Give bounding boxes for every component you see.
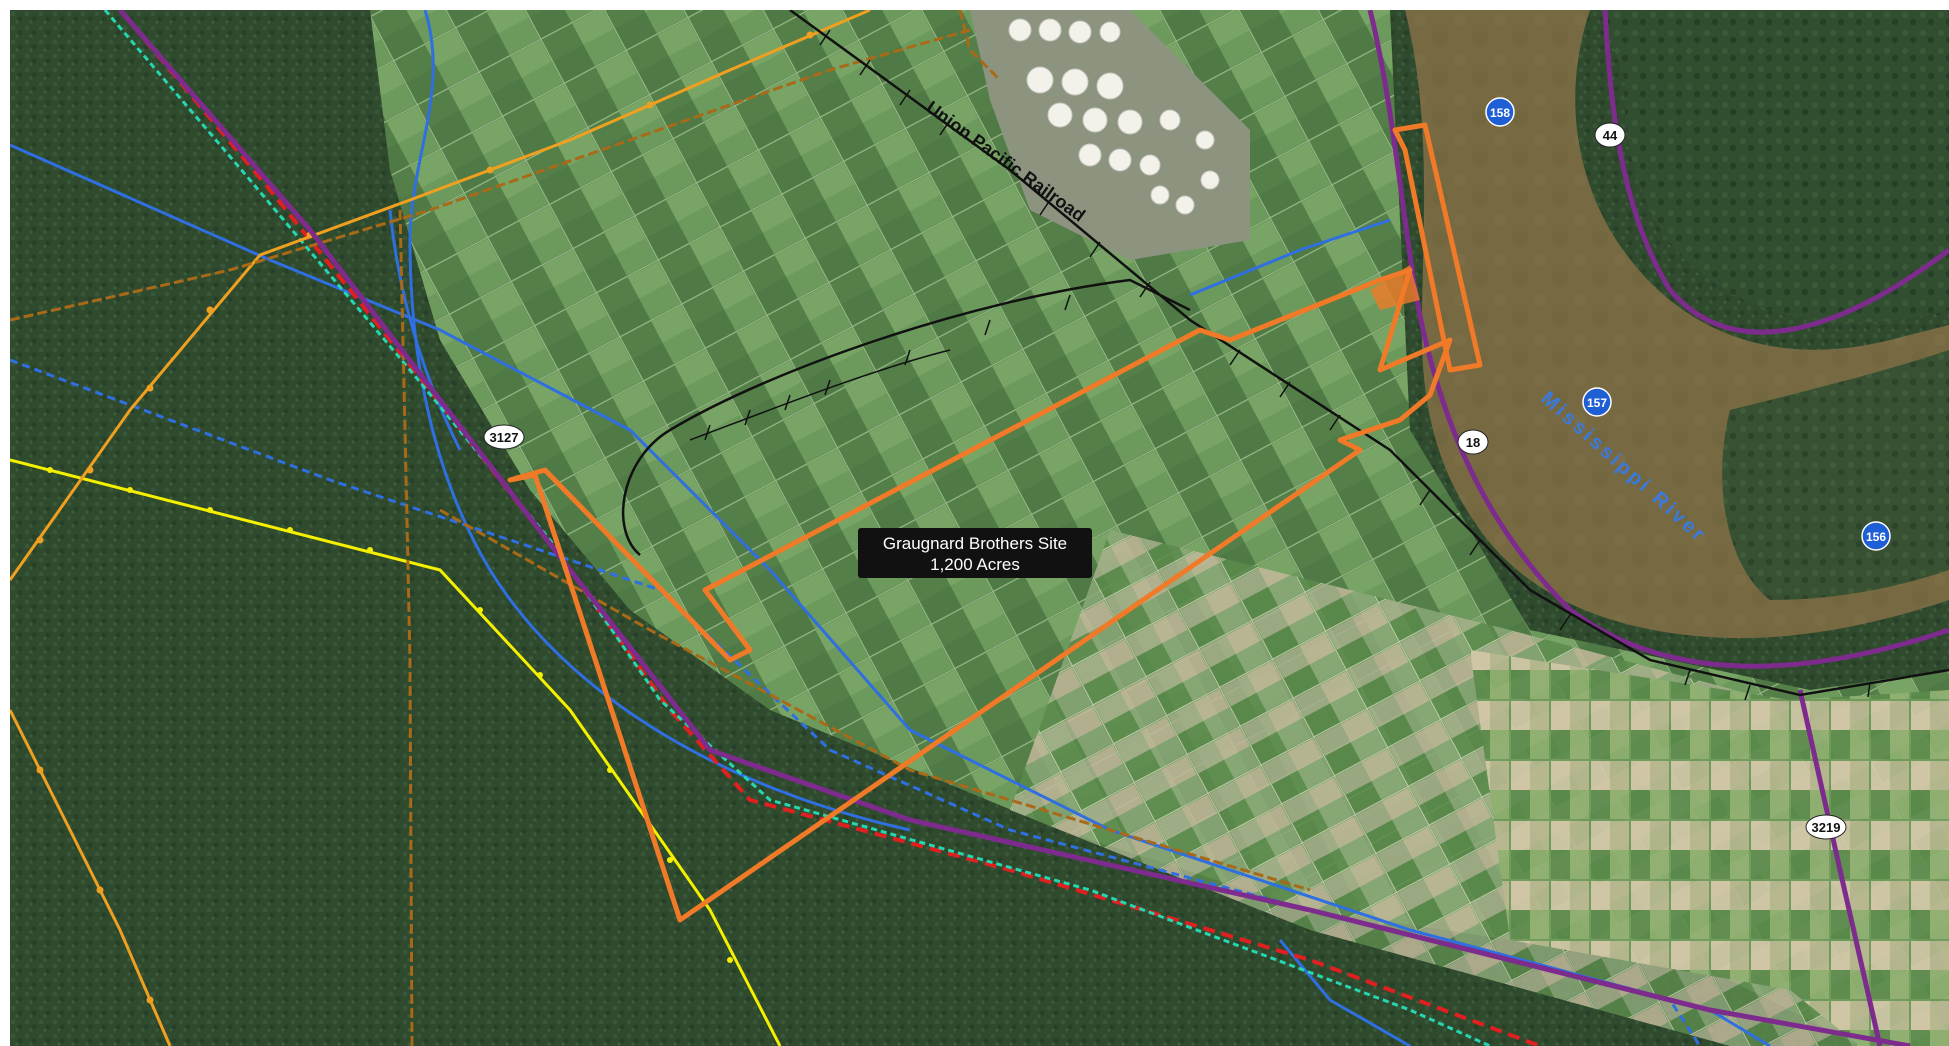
levee-road bbox=[118, 10, 1949, 1046]
mile-marker-158-text: 158 bbox=[1490, 106, 1510, 120]
route-shield-3219-text: 3219 bbox=[1812, 820, 1841, 835]
farmland-area-southeast bbox=[1470, 650, 1949, 1046]
aerial-map[interactable]: Union Pacific Railroad Mississippi River… bbox=[10, 10, 1949, 1046]
mile-marker-157-text: 157 bbox=[1587, 396, 1607, 410]
route-shield-3219[interactable]: 3219 bbox=[1805, 814, 1847, 840]
route-shield-44[interactable]: 44 bbox=[1594, 122, 1626, 148]
route-shield-3127-text: 3127 bbox=[490, 430, 519, 445]
site-boundary-fill-small bbox=[1370, 265, 1420, 310]
mile-marker-158[interactable]: 158 bbox=[1485, 97, 1515, 127]
route-shield-18[interactable]: 18 bbox=[1457, 429, 1489, 455]
railroad bbox=[621, 10, 1949, 697]
pipeline-orange-dots bbox=[36, 31, 814, 1004]
site-label-name: Graugnard Brothers Site bbox=[883, 534, 1067, 553]
pipeline-brown bbox=[10, 10, 1311, 1046]
pipeline-yellow bbox=[10, 458, 782, 1046]
route-shield-3127[interactable]: 3127 bbox=[483, 424, 525, 450]
site-label-area: 1,200 Acres bbox=[930, 555, 1020, 574]
mile-marker-156[interactable]: 156 bbox=[1861, 521, 1891, 551]
mile-marker-157[interactable]: 157 bbox=[1582, 387, 1612, 417]
pipeline-yellow-dots bbox=[47, 467, 733, 963]
railroad-ticks bbox=[704, 29, 1871, 701]
pipeline-teal bbox=[103, 10, 1491, 1046]
route-shield-18-text: 18 bbox=[1466, 435, 1480, 450]
site-label-box: Graugnard Brothers Site 1,200 Acres bbox=[858, 528, 1092, 578]
tank-farm bbox=[970, 10, 1250, 260]
southeast-bank-forest bbox=[1722, 350, 1949, 600]
mile-marker-156-text: 156 bbox=[1866, 530, 1886, 544]
east-bank-forest bbox=[1600, 10, 1949, 323]
pipeline-red bbox=[118, 10, 1541, 1046]
site-boundary[interactable] bbox=[507, 122, 1483, 923]
route-shield-44-text: 44 bbox=[1603, 128, 1618, 143]
